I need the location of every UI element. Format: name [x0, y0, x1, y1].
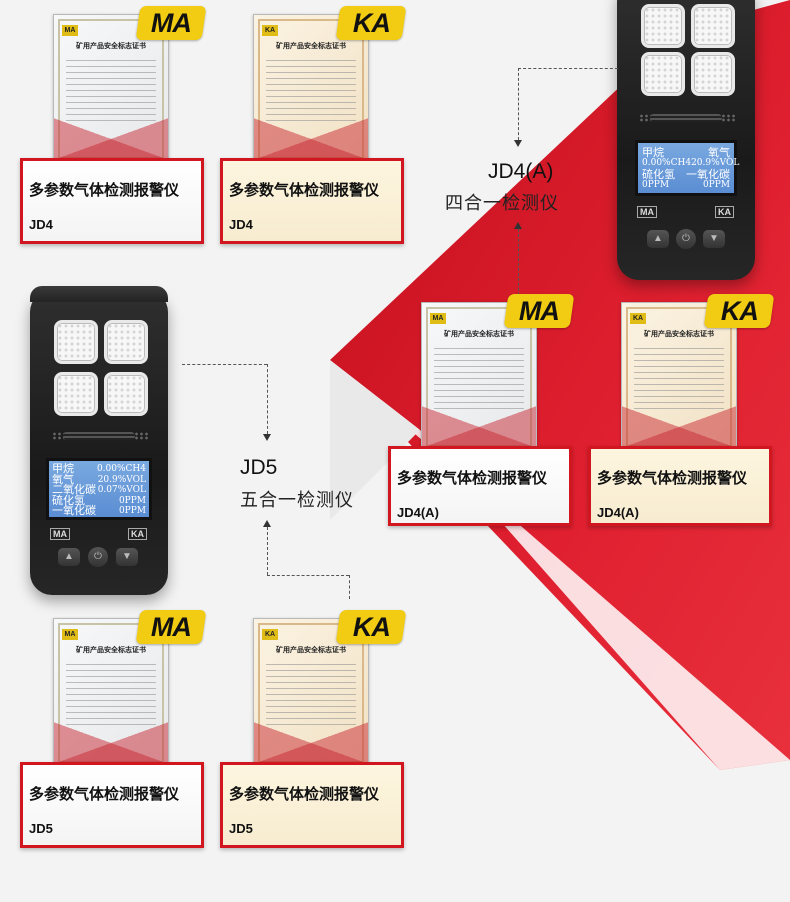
certificate-paper: KA 矿用产品安全标志证书 — [253, 618, 369, 768]
up-button-icon: ▲ — [58, 548, 80, 566]
certificate-label: 多参数气体检测报警仪 JD5 — [20, 762, 204, 848]
certificate-card-jd4-ma: MA 矿用产品安全标志证书 MA 多参数气体检测报警仪 JD4 — [20, 6, 207, 244]
down-button-icon: ▼ — [116, 548, 138, 566]
speaker-grille-icon — [63, 432, 135, 440]
down-button-icon: ▼ — [703, 230, 725, 248]
certificate-card-jd4a-ka: KA 矿用产品安全标志证书 KA 多参数气体检测报警仪 JD4(A) — [588, 294, 775, 526]
certificate-model: JD5 — [229, 821, 253, 836]
certificate-doc-title: 矿用产品安全标志证书 — [644, 330, 714, 338]
power-button-icon: ⏻ — [676, 229, 696, 249]
certificate-doc-title: 矿用产品安全标志证书 — [276, 646, 346, 654]
sensor-grille-icon — [691, 4, 735, 48]
up-button-icon: ▲ — [647, 230, 669, 248]
sensor-grille-icon — [54, 320, 98, 364]
certificate-model: JD4(A) — [397, 505, 439, 520]
certificate-card-jd5-ka: KA 矿用产品安全标志证书 KA 多参数气体检测报警仪 JD5 — [220, 610, 407, 848]
ka-seal-icon: KA — [630, 313, 646, 324]
ma-seal-icon: MA — [62, 629, 78, 640]
ma-badge: MA — [135, 6, 207, 40]
sensor-grille-icon — [54, 372, 98, 416]
certificate-paper: MA 矿用产品安全标志证书 — [53, 14, 169, 164]
product-code-jd4a: JD4(A) — [488, 160, 554, 183]
certificate-product-title: 多参数气体检测报警仪 — [597, 469, 748, 487]
ma-seal-icon: MA — [430, 313, 446, 324]
product-name-jd4a: 四合一检测仪 — [445, 193, 559, 214]
sensor-grille-icon — [104, 372, 148, 416]
certificate-card-jd4-ka: KA 矿用产品安全标志证书 KA 多参数气体检测报警仪 JD4 — [220, 6, 407, 244]
ma-logo-icon: MA — [637, 206, 657, 218]
certificate-paper: KA 矿用产品安全标志证书 — [253, 14, 369, 164]
ka-logo-icon: KA — [715, 206, 734, 218]
certificate-label: 多参数气体检测报警仪 JD4 — [220, 158, 404, 244]
certificate-product-title: 多参数气体检测报警仪 — [29, 785, 180, 803]
certificate-doc-title: 矿用产品安全标志证书 — [276, 42, 346, 50]
certificate-product-title: 多参数气体检测报警仪 — [397, 469, 548, 487]
sensor-grille-icon — [641, 4, 685, 48]
ma-badge: MA — [135, 610, 207, 644]
certificate-doc-title: 矿用产品安全标志证书 — [76, 42, 146, 50]
certificate-label: 多参数气体检测报警仪 JD4 — [20, 158, 204, 244]
ka-logo-icon: KA — [128, 528, 147, 540]
certificate-model: JD4(A) — [597, 505, 639, 520]
ka-badge: KA — [335, 6, 407, 40]
ma-logo-icon: MA — [50, 528, 70, 540]
product-name-jd5: 五合一检测仪 — [240, 490, 354, 511]
ka-seal-icon: KA — [262, 25, 278, 36]
ka-badge: KA — [703, 294, 775, 328]
ka-badge: KA — [335, 610, 407, 644]
power-button-icon: ⏻ — [88, 547, 108, 567]
certificate-model: JD5 — [29, 821, 53, 836]
certificate-label: 多参数气体检测报警仪 JD5 — [220, 762, 404, 848]
certificate-card-jd5-ma: MA 矿用产品安全标志证书 MA 多参数气体检测报警仪 JD5 — [20, 610, 207, 848]
certificate-product-title: 多参数气体检测报警仪 — [29, 181, 180, 199]
speaker-grille-icon — [650, 114, 722, 122]
certificate-doc-title: 矿用产品安全标志证书 — [444, 330, 514, 338]
certificate-paper: MA 矿用产品安全标志证书 — [421, 302, 537, 452]
ma-badge: MA — [503, 294, 575, 328]
certificate-product-title: 多参数气体检测报警仪 — [229, 181, 380, 199]
certificate-label: 多参数气体检测报警仪 JD4(A) — [388, 446, 572, 526]
sensor-grille-icon — [691, 52, 735, 96]
certificate-doc-title: 矿用产品安全标志证书 — [76, 646, 146, 654]
certificate-card-jd4a-ma: MA 矿用产品安全标志证书 MA 多参数气体检测报警仪 JD4(A) — [388, 294, 575, 526]
ka-seal-icon: KA — [262, 629, 278, 640]
ma-seal-icon: MA — [62, 25, 78, 36]
certificate-product-title: 多参数气体检测报警仪 — [229, 785, 380, 803]
sensor-grille-icon — [104, 320, 148, 364]
certificate-model: JD4 — [29, 217, 53, 232]
certificate-label: 多参数气体检测报警仪 JD4(A) — [588, 446, 772, 526]
product-code-jd5: JD5 — [240, 456, 278, 479]
certificate-model: JD4 — [229, 217, 253, 232]
sensor-grille-icon — [641, 52, 685, 96]
